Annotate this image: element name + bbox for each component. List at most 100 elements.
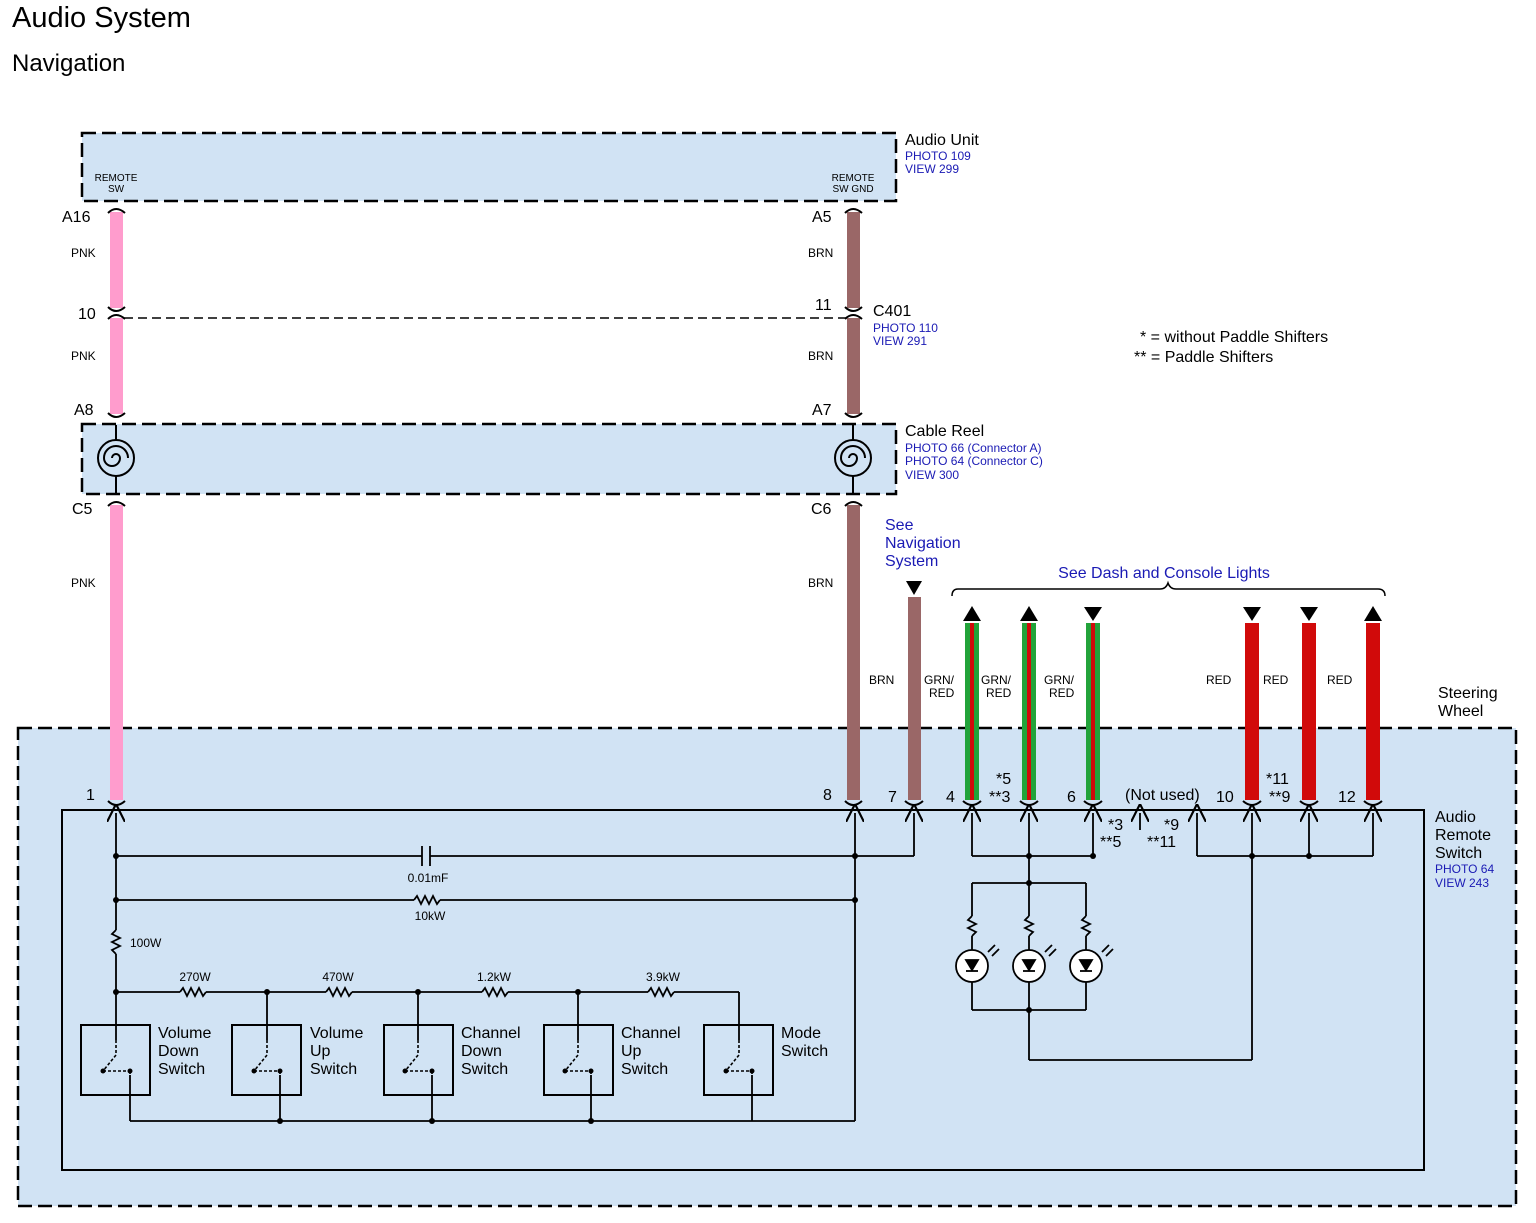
clock-spring-icon-left — [97, 425, 135, 493]
audio-unit-title: Audio Unit — [905, 132, 979, 149]
cable-reel-photo-a: PHOTO 66 (Connector A) — [905, 441, 1042, 455]
wire-brn-3 — [847, 505, 860, 800]
internal-circuit — [112, 813, 1373, 1122]
switch-4-label-1: Channel — [621, 1025, 681, 1042]
switch-1-label-1: Volume — [158, 1025, 211, 1042]
sw-pin-star3: *3 — [1108, 817, 1123, 834]
pin-a7: A7 — [812, 402, 832, 419]
wire-label-brn-3: BRN — [808, 576, 833, 590]
pin-a5: A5 — [812, 209, 832, 226]
switch-mode: Mode Switch — [703, 1024, 828, 1096]
resistor-10k-label: 10kW — [415, 909, 446, 923]
cable-reel-title: Cable Reel — [905, 423, 984, 440]
wire-label-pnk-2: PNK — [71, 349, 96, 363]
steering-wheel-box — [16, 726, 1518, 1208]
wire-red-pin11-9 — [1300, 607, 1318, 800]
dash-lights-bracket — [951, 580, 1386, 597]
sw-pin-6: 6 — [1067, 789, 1076, 806]
cable-reel-photo-c: PHOTO 64 (Connector C) — [905, 454, 1043, 468]
sw-pin-12: 12 — [1338, 789, 1356, 806]
resistor-270-label: 270W — [179, 970, 211, 984]
wire-brn-1 — [847, 212, 860, 308]
switch-3-label-3: Switch — [461, 1061, 508, 1078]
pin-a16: A16 — [62, 209, 91, 226]
sw-pin-not-used: (Not used) — [1125, 787, 1200, 804]
wire-label-brn-pin7: BRN — [869, 673, 894, 687]
sw-pin-10: 10 — [1216, 789, 1234, 806]
connector-marks-right — [844, 208, 863, 806]
wire-label-red-2: RED — [1263, 673, 1289, 687]
switch-2-label-3: Switch — [310, 1061, 357, 1078]
switch-1-label-2: Down — [158, 1043, 199, 1060]
remote-switch-label-2: Remote — [1435, 827, 1491, 844]
switch-5-label-1: Mode — [781, 1025, 821, 1042]
wire-label-grn-1a: GRN/ — [924, 673, 955, 687]
wire-label-pnk-3: PNK — [71, 576, 96, 590]
c401-view: VIEW 291 — [873, 334, 927, 348]
wire-red-pin12 — [1364, 606, 1382, 800]
wire-label-grn-3a: GRN/ — [1044, 673, 1075, 687]
resistor-100-label: 100W — [130, 936, 162, 950]
pin-a8: A8 — [74, 402, 94, 419]
resistor-1-2k-label: 1.2kW — [477, 970, 512, 984]
pin-10: 10 — [78, 306, 96, 323]
switch-3-label-2: Down — [461, 1043, 502, 1060]
sw-pin-dstar3: **3 — [989, 789, 1010, 806]
audio-remote-switch-box — [61, 809, 1425, 1171]
cable-reel-view: VIEW 300 — [905, 468, 959, 482]
switch-4-label-3: Switch — [621, 1061, 668, 1078]
sw-pin-1: 1 — [86, 787, 95, 804]
page-title: Audio System — [12, 2, 191, 34]
sw-pin-star9: *9 — [1164, 817, 1179, 834]
c401-title: C401 — [873, 303, 911, 320]
nav-arrow-icon — [906, 581, 922, 595]
wire-label-grn-3b: RED — [1049, 686, 1075, 700]
steering-wheel-label-1: Steering — [1438, 685, 1498, 702]
pin-11: 11 — [815, 297, 832, 314]
sw-pin-star11: *11 — [1266, 771, 1289, 788]
wire-pnk-3 — [110, 505, 123, 800]
switch-5-label-2: Switch — [781, 1043, 828, 1060]
remote-switch-label-3: Switch — [1435, 845, 1482, 862]
pin-label-remote-sw-gnd-1: REMOTE — [832, 173, 875, 184]
audio-unit-view: VIEW 299 — [905, 162, 959, 176]
pin-label-remote-sw-gnd-2: SW GND — [832, 184, 873, 195]
page-subtitle: Navigation — [12, 50, 126, 77]
sw-pin-dstar5: **5 — [1100, 834, 1121, 851]
pin-c5: C5 — [72, 501, 93, 518]
wire-grn-red-pin6 — [1084, 607, 1102, 800]
remote-switch-label-1: Audio — [1435, 809, 1476, 826]
led-icon-2 — [1012, 944, 1057, 983]
switch-3-label-1: Channel — [461, 1025, 521, 1042]
steering-wheel-label-2: Wheel — [1438, 703, 1483, 720]
wire-grn-red-pin5-3 — [1020, 606, 1038, 800]
sw-pin-dstar11: **11 — [1147, 834, 1176, 851]
switch-channel-down: Channel Down Switch — [383, 1024, 521, 1096]
wire-pnk-1 — [110, 212, 123, 308]
sw-pin-4: 4 — [946, 789, 955, 806]
legend-without-paddle: * = without Paddle Shifters — [1140, 329, 1328, 346]
nav-ref-line2: Navigation — [885, 535, 961, 552]
pin-label-remote-sw-1: REMOTE — [95, 173, 138, 184]
switch-2-label-2: Up — [310, 1043, 331, 1060]
remote-switch-photo: PHOTO 64 — [1435, 862, 1494, 876]
legend-paddle: ** = Paddle Shifters — [1134, 349, 1273, 366]
wire-label-grn-2b: RED — [986, 686, 1012, 700]
wire-pnk-2 — [110, 318, 123, 414]
nav-ref-line3: System — [885, 553, 938, 570]
wire-brn-pin7 — [908, 597, 921, 800]
wire-red-pin10 — [1243, 607, 1261, 800]
sw-pin-8: 8 — [823, 787, 832, 804]
nav-ref-line1: See — [885, 517, 914, 534]
capacitor-label: 0.01mF — [408, 871, 449, 885]
wire-label-red-3: RED — [1327, 673, 1353, 687]
switch-volume-down: Volume Down Switch — [80, 1024, 211, 1096]
remote-switch-view: VIEW 243 — [1435, 876, 1489, 890]
led-icon-3 — [1069, 944, 1114, 983]
wire-label-brn-1: BRN — [808, 246, 833, 260]
wire-label-pnk-1: PNK — [71, 246, 96, 260]
switch-4-label-2: Up — [621, 1043, 642, 1060]
wire-label-red-1: RED — [1206, 673, 1232, 687]
switch-1-label-3: Switch — [158, 1061, 205, 1078]
switch-2-label-1: Volume — [310, 1025, 363, 1042]
